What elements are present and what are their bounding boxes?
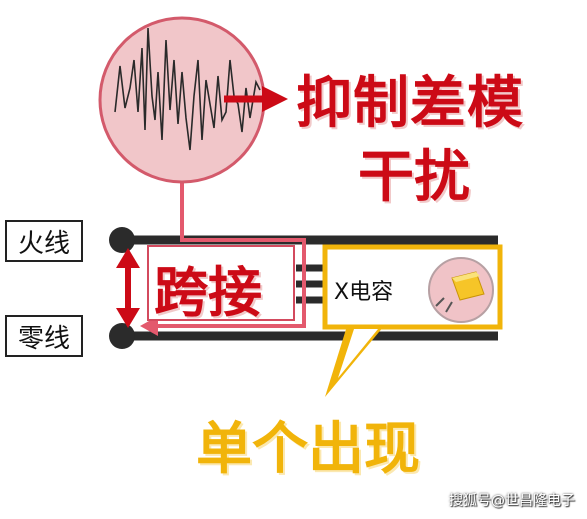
capacitor-label: X电容 (334, 280, 394, 305)
capacitor-icon (428, 257, 494, 323)
single-appearance-label: 单个出现 (196, 417, 420, 482)
live-wire-text: 火线 (17, 228, 70, 259)
watermark: 搜狐号@世昌隆电子 (449, 493, 575, 509)
bridge-box (147, 245, 295, 321)
suppress-title-line1: 抑制差模 (296, 71, 524, 136)
neutral-terminal (109, 323, 135, 349)
neutral-wire-label: 零线 (5, 315, 83, 357)
live-wire-label: 火线 (5, 220, 83, 262)
callout-pointer (325, 326, 384, 397)
bridge-double-arrow (116, 248, 140, 328)
bridge-label: 跨接 (154, 261, 262, 324)
live-terminal (109, 227, 135, 253)
right-arrow-icon (224, 86, 288, 112)
neutral-wire-text: 零线 (17, 323, 70, 354)
suppress-title-line2: 干扰 (358, 145, 470, 210)
bubble-connector (150, 176, 306, 328)
